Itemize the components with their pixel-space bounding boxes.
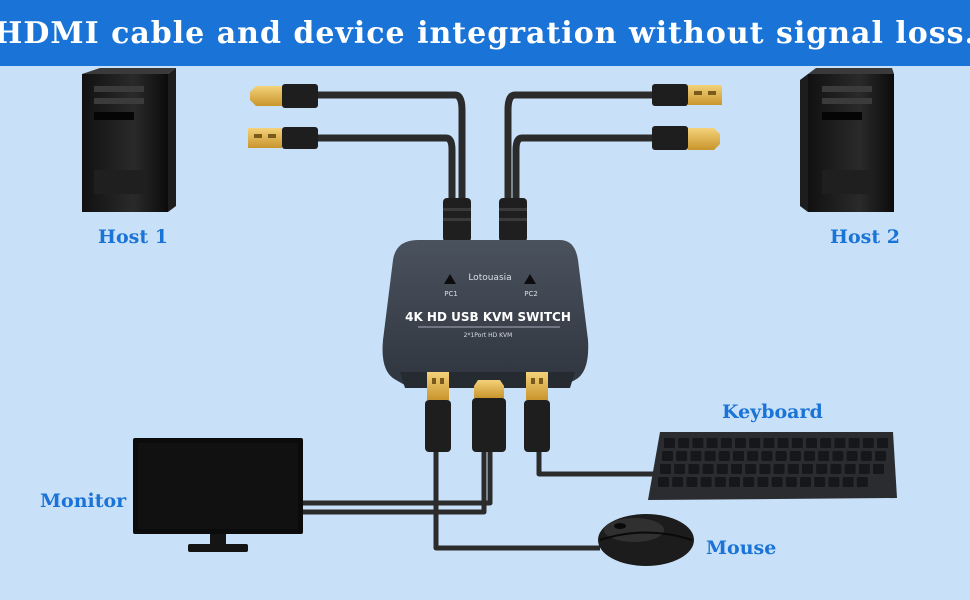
keyboard-icon [648, 432, 897, 500]
host2-tower-icon [800, 68, 894, 212]
host2-label: Host 2 [830, 226, 900, 248]
keyboard-label: Keyboard [722, 401, 823, 423]
hdmi-plug-icon [250, 84, 318, 108]
usb-plug-icon [524, 372, 550, 452]
usb-plug-icon [425, 372, 451, 452]
pc2-indicator-icon [524, 274, 536, 284]
hdmi-plug-icon [652, 126, 720, 150]
kvm-switch: Lotouasia PC1 PC2 4K HD USB KVM SWITCH 2… [382, 240, 589, 388]
upper-cables [314, 91, 656, 204]
title-banner: HDMI cable and device integration withou… [0, 0, 970, 66]
monitor-label: Monitor [40, 490, 127, 512]
cable-strain-relief [443, 198, 527, 242]
lower-cables [300, 450, 660, 551]
device-name: 4K HD USB KVM SWITCH [405, 310, 571, 324]
connection-diagram: Lotouasia PC1 PC2 4K HD USB KVM SWITCH 2… [82, 68, 897, 566]
monitor-icon [133, 438, 303, 552]
mouse-icon [598, 514, 694, 566]
hdmi-plug-icon [472, 380, 506, 452]
host1-label: Host 1 [98, 226, 168, 248]
port1-label: PC1 [444, 290, 458, 298]
pc1-indicator-icon [444, 274, 456, 284]
host1-tower-icon [82, 68, 176, 212]
usb-plug-icon [248, 127, 318, 149]
brand-label: Lotouasia [468, 273, 511, 283]
banner-title: HDMI cable and device integration withou… [0, 15, 970, 51]
port2-label: PC2 [524, 290, 538, 298]
usb-plug-icon [652, 84, 722, 106]
device-subtitle: 2*1Port HD KVM [464, 332, 513, 339]
mouse-label: Mouse [706, 537, 777, 559]
